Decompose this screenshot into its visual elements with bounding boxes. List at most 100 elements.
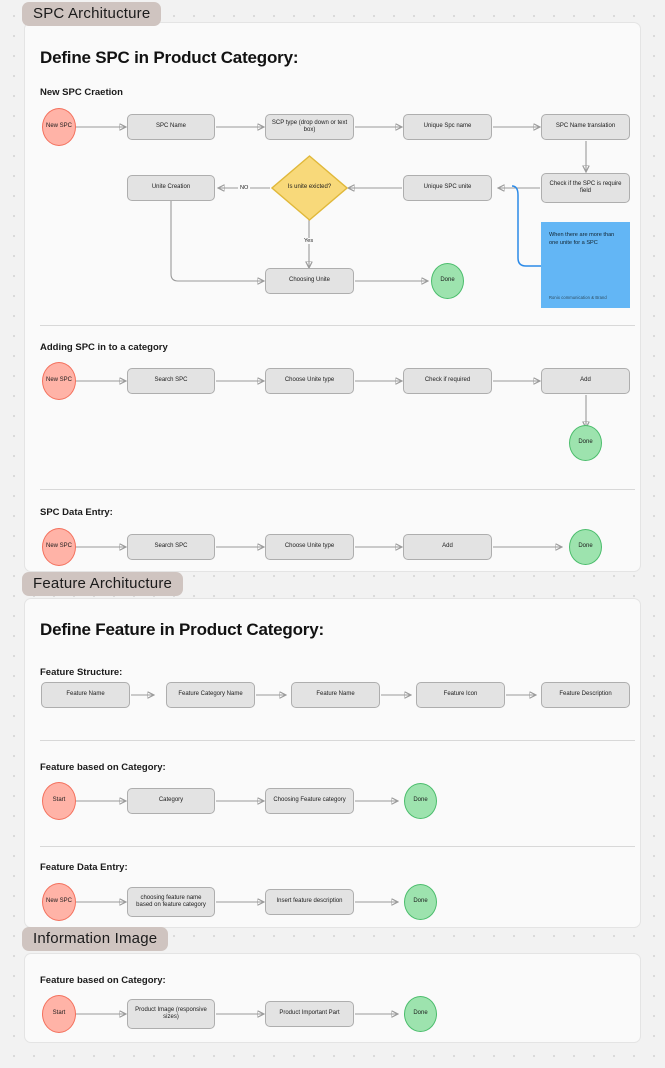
node-feature-icon[interactable]: Feature Icon [416,682,505,708]
node-label: Done [578,543,593,550]
node-feature-name-2[interactable]: Feature Name [291,682,380,708]
node-label: Unite Creation [151,184,191,191]
node-label: Search SPC [154,377,188,384]
frame-label-spc-architecture[interactable]: SPC Architucture [22,2,162,26]
node-choose-unite-type-1[interactable]: Choose Unite type [265,368,354,394]
node-label: Start [52,1010,66,1017]
subheading-feature-based-on-category-1: Feature based on Category: [40,762,166,773]
node-label: Unique SPC unite [423,184,472,191]
subheading-adding-spc: Adding SPC in to a category [40,342,168,353]
card-spc-architecture [24,22,641,572]
card-information-image [24,953,641,1043]
node-label: Product Image (responsive sizes) [135,1006,207,1021]
node-decision-is-unite-exicted[interactable]: Is unite exicted? [271,155,348,221]
node-feature-category-name[interactable]: Feature Category Name [166,682,255,708]
divider-3 [40,740,635,741]
node-product-image[interactable]: Product Image (responsive sizes) [127,999,215,1029]
frame-label-feature-architecture[interactable]: Feature Architucture [22,572,184,596]
node-label: Choosing Feature category [273,797,346,804]
node-insert-feature-description[interactable]: Insert feature description [265,889,354,915]
divider-2 [40,489,635,490]
node-add-1[interactable]: Add [541,368,630,394]
node-label: Insert feature description [276,898,343,905]
node-label: Feature Category Name [178,691,243,698]
note-multiple-unites[interactable]: When there are more than one unite for a… [541,222,630,308]
node-label: Unique Spc name [423,123,472,130]
node-new-spc-start-3[interactable]: New SPC [42,528,76,566]
diamond-shape [271,155,348,221]
node-add-2[interactable]: Add [403,534,492,560]
node-done-6[interactable]: Done [404,996,437,1032]
node-search-spc-1[interactable]: Search SPC [127,368,215,394]
note-footer: Ronix communication & Brand [549,295,607,301]
node-label: Choose Unite type [284,543,335,550]
subheading-feature-structure: Feature Structure: [40,667,123,678]
node-label: Search SPC [154,543,188,550]
node-start-1[interactable]: Start [42,782,76,820]
subheading-new-spc-creation: New SPC Craetion [40,87,123,98]
divider-1 [40,325,635,326]
node-unique-spc-unite[interactable]: Unique SPC unite [403,175,492,201]
node-label: Feature Name [66,691,105,698]
subheading-feature-based-on-category-2: Feature based on Category: [40,975,166,986]
node-choosing-feature-name[interactable]: choosing feature name based on feature c… [127,887,215,917]
node-start-2[interactable]: Start [42,995,76,1033]
node-label: Add [442,543,453,550]
node-search-spc-2[interactable]: Search SPC [127,534,215,560]
node-category[interactable]: Category [127,788,215,814]
node-choose-unite-type-2[interactable]: Choose Unite type [265,534,354,560]
node-label: Done [578,439,593,446]
node-label: Done [413,797,428,804]
edge-label-yes: Yes [302,238,316,244]
node-new-spc-start-1[interactable]: New SPC [42,108,76,146]
node-choosing-unite[interactable]: Choosing Unite [265,268,354,294]
node-product-important-part[interactable]: Product Important Part [265,1001,354,1027]
subheading-spc-data-entry: SPC Data Entry: [40,507,113,518]
node-check-spc-required[interactable]: Check if the SPC is require field [541,173,630,203]
node-unite-creation[interactable]: Unite Creation [127,175,215,201]
node-feature-description[interactable]: Feature Description [541,682,630,708]
node-spc-name[interactable]: SPC Name [127,114,215,140]
node-label: Add [580,377,591,384]
node-done-2[interactable]: Done [569,425,602,461]
frame-label-information-image[interactable]: Information Image [22,927,169,951]
node-unique-spc-name[interactable]: Unique Spc name [403,114,492,140]
node-done-1[interactable]: Done [431,263,464,299]
subheading-feature-data-entry: Feature Data Entry: [40,862,128,873]
node-label: Done [440,277,455,284]
node-label: choosing feature name based on feature c… [136,894,206,909]
node-label: Is unite exicted? [287,184,332,191]
node-spc-name-translation[interactable]: SPC Name translation [541,114,630,140]
node-scp-type[interactable]: SCP type (drop down or text box) [265,114,354,140]
node-label: Check if the SPC is require field [549,180,622,195]
node-label: Choose Unite type [284,377,335,384]
node-label: SCP type (drop down or text box) [271,119,348,134]
node-label: Start [52,797,66,804]
node-done-4[interactable]: Done [404,783,437,819]
node-check-if-required[interactable]: Check if required [403,368,492,394]
node-label: New SPC [45,543,72,550]
node-done-5[interactable]: Done [404,884,437,920]
node-done-3[interactable]: Done [569,529,602,565]
node-label: Check if required [424,377,471,384]
node-label: Feature Name [316,691,355,698]
node-label: SPC Name [155,123,186,130]
node-label: New SPC [45,898,72,905]
node-choosing-feature-category[interactable]: Choosing Feature category [265,788,354,814]
node-label: Choosing Unite [288,277,331,284]
divider-4 [40,846,635,847]
node-label: Feature Description [559,691,612,698]
node-label: SPC Name translation [555,123,616,130]
node-feature-name-1[interactable]: Feature Name [41,682,130,708]
card-feature-architecture [24,598,641,928]
node-label: Done [413,898,428,905]
node-label: Category [158,797,184,804]
node-label: New SPC [45,377,72,384]
node-new-spc-start-2[interactable]: New SPC [42,362,76,400]
node-new-spc-start-4[interactable]: New SPC [42,883,76,921]
